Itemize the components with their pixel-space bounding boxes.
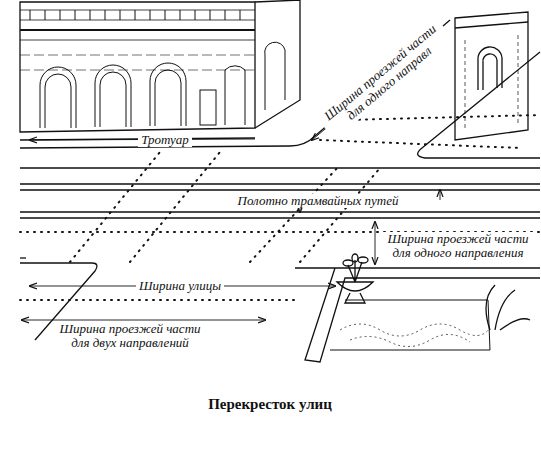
figure-caption: Перекресток улиц xyxy=(208,396,332,413)
sidewalk-label: Тротуар xyxy=(138,133,192,147)
tramway-label: Полотно трамвайных путей xyxy=(235,194,402,208)
street-width-label: Ширина улицы xyxy=(136,279,224,293)
roadway-width-label: Ширина проезжей части для двух направлен… xyxy=(52,322,208,351)
lane-width-label: Ширина проезжей части для одного направл xyxy=(316,17,454,139)
lane-width-label: Ширина проезжей части для одного направл… xyxy=(380,232,536,261)
